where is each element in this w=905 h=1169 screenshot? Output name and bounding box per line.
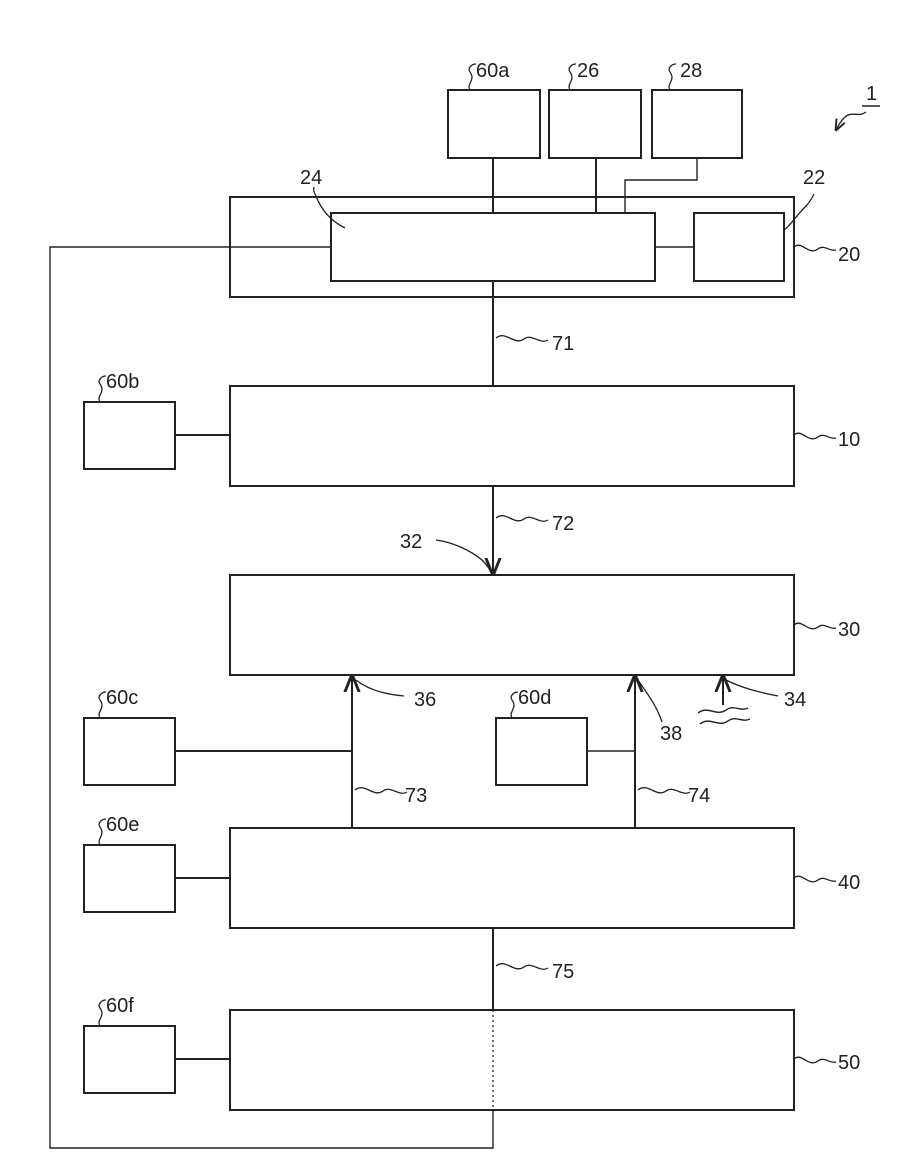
leader-60b xyxy=(99,376,106,402)
leader-60d xyxy=(511,692,518,718)
label-24: 24 xyxy=(300,167,322,189)
leader-36 xyxy=(356,680,404,696)
label-60d: 60d xyxy=(518,687,551,709)
label-34: 34 xyxy=(784,689,806,711)
label-74: 74 xyxy=(688,785,710,807)
label-75: 75 xyxy=(552,961,574,983)
leader-74 xyxy=(638,788,690,794)
leader-10 xyxy=(794,433,836,439)
label-40: 40 xyxy=(838,872,860,894)
unit-28-box xyxy=(652,90,742,158)
leader-30 xyxy=(794,623,836,629)
label-73: 73 xyxy=(405,785,427,807)
label-32: 32 xyxy=(400,531,422,553)
unit-60f-box xyxy=(84,1026,175,1093)
label-60e: 60e xyxy=(106,814,139,836)
leader-28 xyxy=(669,64,676,90)
leader-60f xyxy=(99,1000,106,1026)
unit-50-box xyxy=(230,1010,794,1110)
unit-10-box xyxy=(230,386,794,486)
label-26: 26 xyxy=(577,60,599,82)
unit-60d-box xyxy=(496,718,587,785)
label-figure-ref: 1 xyxy=(866,83,877,105)
label-72: 72 xyxy=(552,513,574,535)
leader-26 xyxy=(569,64,576,90)
leader-73 xyxy=(355,788,407,794)
unit-26-box xyxy=(549,90,641,158)
leader-40 xyxy=(794,876,836,882)
leader-50 xyxy=(794,1057,836,1063)
unit-30-box xyxy=(230,575,794,675)
leader-20 xyxy=(794,245,836,251)
unit-60b-box xyxy=(84,402,175,469)
label-10: 10 xyxy=(838,429,860,451)
label-36: 36 xyxy=(414,689,436,711)
label-60a: 60a xyxy=(476,60,510,82)
leader-71 xyxy=(496,336,548,342)
unit-24-box xyxy=(331,213,655,281)
leader-60a xyxy=(469,64,476,90)
unit-60e-box xyxy=(84,845,175,912)
wave-upper xyxy=(698,708,748,713)
label-60c: 60c xyxy=(106,687,138,709)
unit-40-box xyxy=(230,828,794,928)
leader-38 xyxy=(638,680,662,722)
leader-75 xyxy=(496,964,548,970)
unit-60a-box xyxy=(448,90,540,158)
label-60f: 60f xyxy=(106,995,134,1017)
figure-ref-arrow xyxy=(836,112,866,130)
label-20: 20 xyxy=(838,244,860,266)
unit-22-box xyxy=(694,213,784,281)
label-30: 30 xyxy=(838,619,860,641)
leader-32 xyxy=(436,540,491,572)
leader-60c xyxy=(99,692,106,718)
wave-lower xyxy=(700,719,750,724)
label-38: 38 xyxy=(660,723,682,745)
label-71: 71 xyxy=(552,333,574,355)
unit-60c-box xyxy=(84,718,175,785)
label-22: 22 xyxy=(803,167,825,189)
leader-60e xyxy=(99,819,106,845)
label-28: 28 xyxy=(680,60,702,82)
label-50: 50 xyxy=(838,1052,860,1074)
leader-72 xyxy=(496,516,548,522)
leader-34 xyxy=(726,680,778,696)
label-60b: 60b xyxy=(106,371,139,393)
